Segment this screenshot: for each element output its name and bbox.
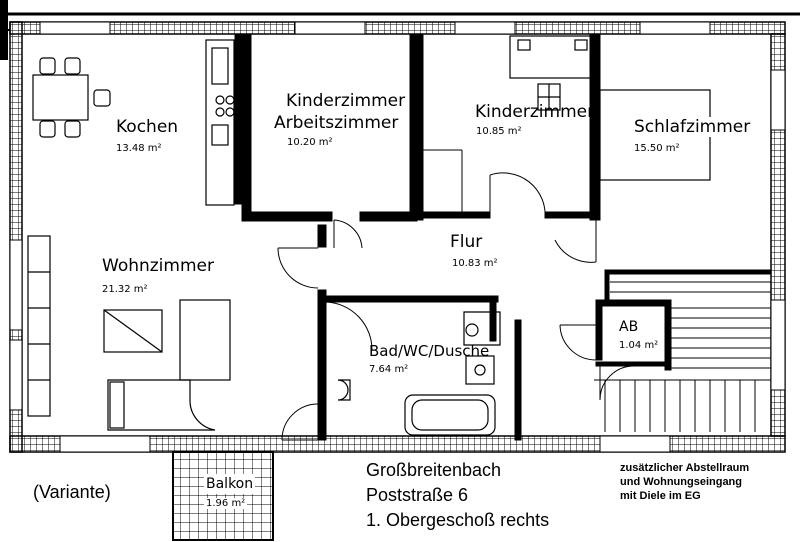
room-name-balkon: Balkon	[204, 474, 256, 494]
room-name-kinderzimmer-arbeit-2: Arbeitszimmer	[274, 113, 399, 133]
room-area-ab: 1.04 m²	[619, 340, 659, 351]
room-name-flur: Flur	[450, 232, 483, 252]
balcony	[172, 451, 274, 541]
room-name-kinderzimmer-arbeit-1: Kinderzimmer	[286, 91, 406, 111]
room-area-schlafzimmer: 15.50 m²	[634, 143, 680, 154]
windows	[9, 21, 786, 453]
room-area-balkon: 1.96 m²	[204, 498, 248, 509]
room-area-kinderzimmer-arbeit: 10.20 m²	[287, 137, 333, 148]
room-name-wohnzimmer: Wohnzimmer	[102, 256, 214, 276]
room-name-ab: AB	[619, 317, 639, 337]
interior-walls	[234, 33, 772, 441]
stairs	[594, 281, 771, 432]
variante-label: (Variante)	[33, 482, 111, 502]
room-name-bad: Bad/WC/Dusche	[369, 342, 490, 360]
doors	[277, 149, 635, 441]
living-furniture	[27, 235, 231, 431]
room-area-wohnzimmer: 21.32 m²	[102, 284, 148, 295]
address-street: Poststraße 6	[366, 485, 469, 505]
floor-label: 1. Obergeschoß rechts	[366, 510, 550, 530]
room-area-flur: 10.83 m²	[452, 258, 498, 269]
bath-fixtures	[337, 311, 501, 436]
room-name-kochen: Kochen	[116, 117, 179, 137]
address-town: Großbreitenbach	[366, 460, 502, 480]
note-line-1: zusätzlicher Abstellraum	[620, 462, 750, 474]
note-line-3: mit Diele im EG	[620, 490, 701, 502]
note-line-2: und Wohnungseingang	[620, 476, 742, 488]
room-area-bad: 7.64 m²	[369, 364, 409, 375]
room-name-kinderzimmer: Kinderzimmer	[475, 102, 595, 122]
room-area-kochen: 13.48 m²	[116, 143, 162, 154]
kitchen-furniture	[32, 39, 235, 206]
room-name-schlafzimmer: Schlafzimmer	[634, 117, 751, 137]
room-area-kinderzimmer: 10.85 m²	[476, 126, 522, 137]
